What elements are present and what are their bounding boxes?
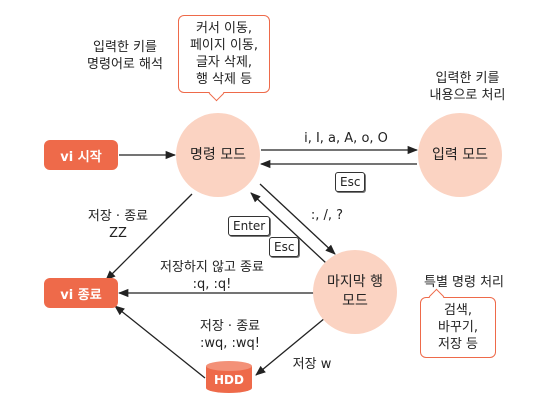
- arrow-hdd-to-end: [114, 305, 206, 379]
- command-callout: 커서 이동, 페이지 이동, 글자 삭제, 행 삭제 등: [178, 15, 270, 93]
- input-mode-node: 입력 모드: [418, 113, 502, 197]
- hdd-label: HDD: [214, 373, 244, 387]
- vi-end-tag: vi 종료: [44, 278, 118, 308]
- edge-label-save-quit-wq: 저장 · 종료 :wq, :wq!: [199, 319, 261, 351]
- arrow-lastline-to-hdd: [255, 317, 326, 376]
- edge-label-save-quit-zz: 저장 · 종료 ZZ: [87, 209, 149, 241]
- lastline-mode-node: 마지막 행 모드: [313, 250, 397, 334]
- esc-key-lastline: Esc: [269, 237, 300, 257]
- arrow-command-to-end: [105, 193, 193, 281]
- special-command-label: 특별 명령 처리: [423, 275, 505, 290]
- special-callout: 검색, 바꾸기, 저장 등: [420, 297, 496, 358]
- command-mode-node: 명령 모드: [176, 113, 260, 197]
- arrow-command-to-lastline: [259, 183, 336, 255]
- edge-label-to-lastline: :, /, ?: [310, 208, 344, 223]
- edge-label-to-input: i, I, a, A, o, O: [304, 131, 388, 146]
- arrow-lastline-to-command: [250, 192, 327, 264]
- hdd-cylinder-icon: [206, 361, 252, 393]
- enter-key: Enter: [228, 216, 271, 236]
- esc-key-input: Esc: [335, 172, 366, 192]
- edge-label-quit-nosave: 저장하지 않고 종료 :q, :q!: [160, 260, 264, 292]
- command-mode-caption: 입력한 키를 명령어로 해석: [87, 40, 163, 72]
- input-mode-caption: 입력한 키를 내용으로 처리: [429, 71, 506, 103]
- edge-label-save-w: 저장 w: [292, 357, 332, 372]
- vi-start-tag: vi 시작: [44, 140, 118, 170]
